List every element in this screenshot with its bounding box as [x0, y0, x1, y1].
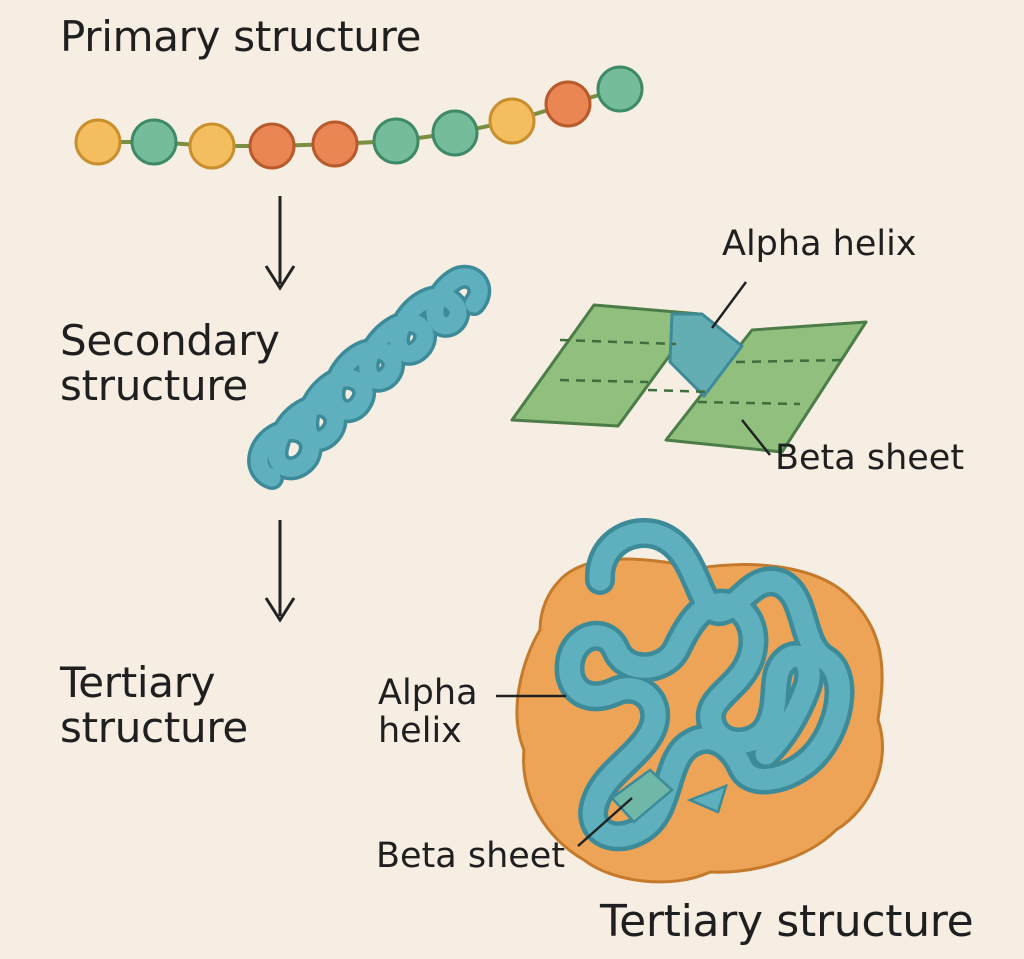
secondary-beta-sheet-label: Beta sheet — [775, 438, 965, 478]
leader-line-alpha — [710, 281, 748, 329]
arrow-secondary-to-tertiary — [264, 520, 296, 623]
tertiary-beta-sheet-label: Beta sheet — [376, 836, 566, 876]
amino-acid-bead — [130, 118, 178, 166]
leader-line-tertiary-beta — [577, 797, 633, 847]
tertiary-structure-title: Tertiary structure — [60, 658, 248, 753]
tertiary-protein — [496, 518, 884, 884]
amino-acid-bead — [248, 122, 296, 170]
secondary-alpha-helix — [247, 264, 492, 490]
tertiary-alpha-helix-label: Alpha helix — [378, 673, 478, 751]
amino-acid-chain — [74, 65, 644, 170]
amino-acid-bead — [188, 122, 236, 170]
amino-acid-bead — [74, 118, 122, 166]
amino-acid-bead — [372, 117, 420, 165]
tertiary-structure-caption: Tertiary structure — [600, 896, 974, 947]
amino-acid-bead — [311, 120, 359, 168]
primary-structure-title: Primary structure — [60, 12, 422, 61]
amino-acid-bead — [488, 97, 536, 145]
arrow-primary-to-secondary — [264, 196, 296, 291]
secondary-alpha-helix-label: Alpha helix — [722, 224, 917, 264]
chain-backbone — [98, 87, 621, 148]
secondary-structure-title: Secondary structure — [60, 316, 280, 411]
amino-acid-bead — [544, 80, 592, 128]
amino-acid-bead — [596, 65, 644, 113]
leader-line-beta — [741, 419, 771, 456]
secondary-beta-sheet — [510, 281, 868, 456]
amino-acid-bead — [431, 109, 479, 157]
